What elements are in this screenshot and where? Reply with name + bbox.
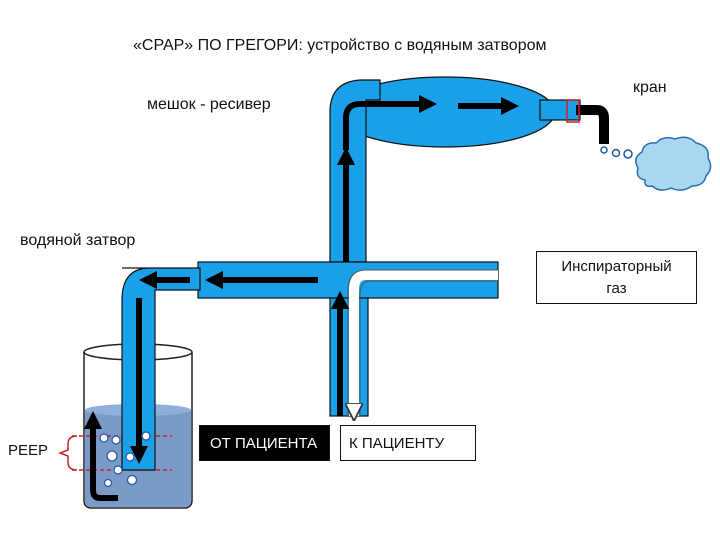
peep-label: PEEP: [8, 442, 49, 459]
inspiratory-gas-box: Инспираторный газ: [536, 251, 697, 304]
inspiratory-line2: газ: [606, 279, 627, 297]
cloud-icon: [635, 136, 712, 191]
to-patient-label: К ПАЦИЕНТУ: [349, 434, 445, 452]
exhaust-bubbles: [600, 146, 633, 159]
from-patient-box: ОТ ПАЦИЕНТА: [199, 425, 330, 461]
flow-arrows: [84, 95, 519, 501]
valve-icon: [566, 99, 580, 123]
water-bubbles: [99, 431, 151, 488]
outlet-pipe: [576, 105, 609, 144]
from-patient-label: ОТ ПАЦИЕНТА: [210, 434, 318, 452]
diagram-title: «CPAP» ПО ГРЕГОРИ: устройство с водяным …: [133, 37, 547, 54]
inspiratory-line1: Инспираторный: [561, 257, 672, 275]
valve-label: кран: [633, 79, 667, 96]
inspiratory-tube: [347, 269, 498, 416]
to-patient-box: К ПАЦИЕНТУ: [340, 425, 476, 461]
reservoir-bag-label: мешок - ресивер: [147, 96, 271, 113]
water-seal-label: водяной затвор: [20, 232, 136, 249]
